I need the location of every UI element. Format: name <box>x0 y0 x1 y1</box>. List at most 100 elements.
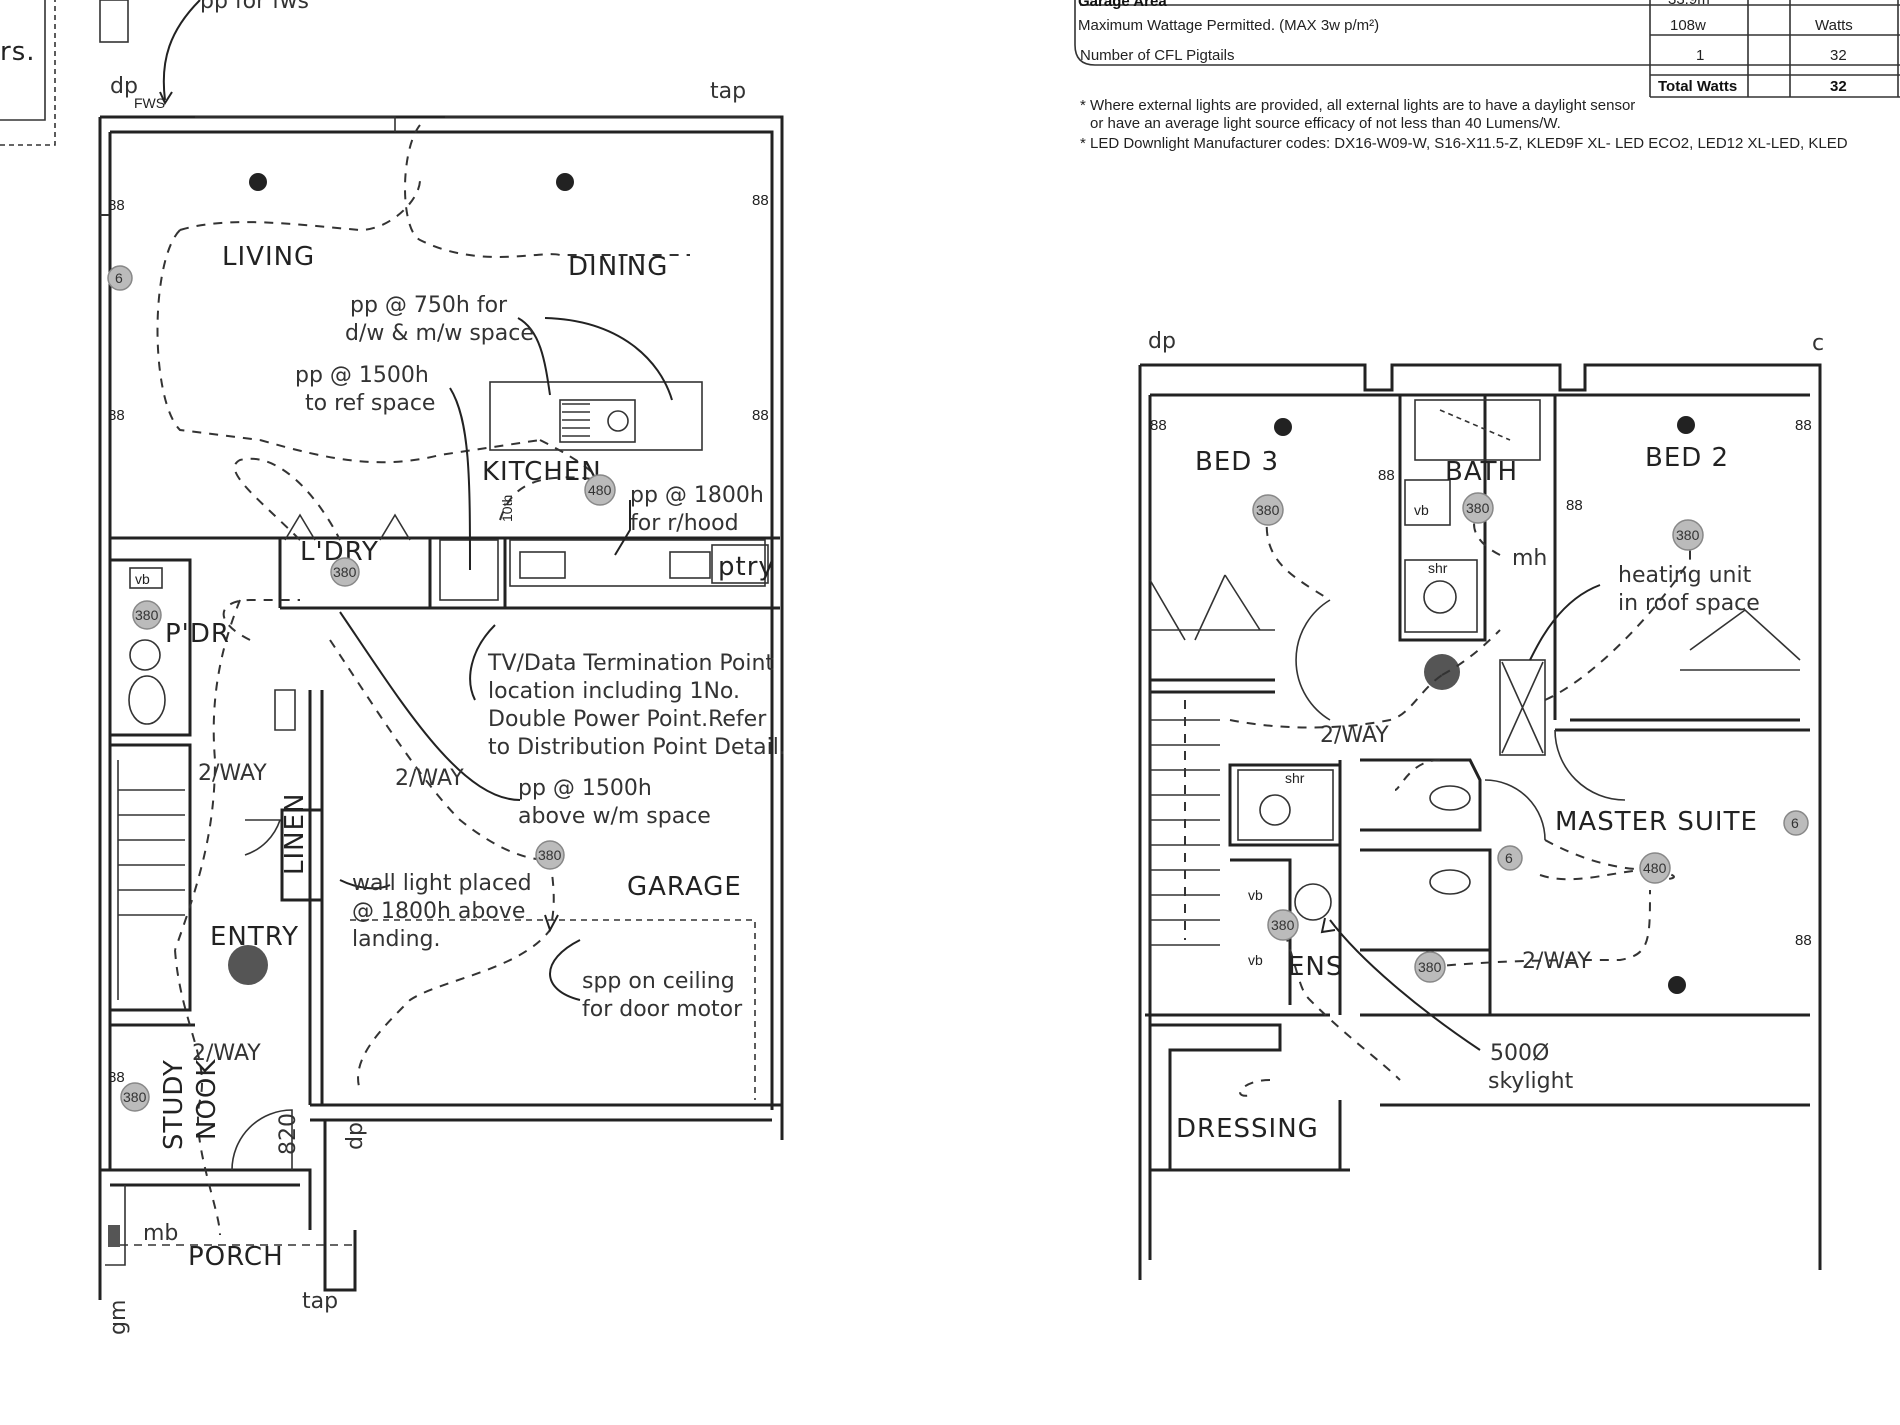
svg-text:380: 380 <box>1271 917 1295 933</box>
label-gm: gm <box>106 1300 131 1335</box>
svg-text:380: 380 <box>123 1089 147 1105</box>
note-wm-1: pp @ 1500h <box>518 776 652 801</box>
note-wall-2: @ 1800h above <box>352 899 525 924</box>
ground-floor-plan: 88 88 88 88 88 <box>98 115 784 1300</box>
room-label-kitchen: KITCHEN <box>482 457 602 487</box>
note-sky-2: skylight <box>1488 1069 1574 1094</box>
note-wall-1: wall light placed <box>352 871 532 896</box>
room-label-powder: P'DR <box>165 619 230 649</box>
svg-text:88: 88 <box>108 407 125 424</box>
room-label-bath: BATH <box>1445 457 1518 487</box>
upper-label-dp: dp <box>1148 329 1176 354</box>
note-twoway-a: 2/WAY <box>198 761 267 786</box>
svg-text:380: 380 <box>538 847 562 863</box>
svg-text:88: 88 <box>1795 417 1812 434</box>
upper-annotation-leaders <box>1320 584 1601 1051</box>
upper-floor-badges: 380 380 380 480 380 380 6 6 <box>1252 492 1809 983</box>
svg-text:88: 88 <box>752 407 769 424</box>
room-label-entry: ENTRY <box>210 922 299 952</box>
lighting-table: Garage Area 33.9m² Maximum Wattage Permi… <box>1074 0 1900 152</box>
note-wm-2: above w/m space <box>518 804 711 829</box>
svg-text:88: 88 <box>1566 497 1583 514</box>
footnote-3: * LED Downlight Manufacturer codes: DX16… <box>1080 135 1848 152</box>
svg-text:6: 6 <box>1791 815 1799 831</box>
note-spp-2: for door motor <box>582 997 743 1022</box>
upper-floor-notes: heating unit in roof space 500Ø skylight… <box>1148 329 1824 1094</box>
ground-floor-wiring <box>100 124 690 1236</box>
badge-380: 380 <box>1414 951 1446 983</box>
note-upper-twoway-a: 2/WAY <box>1320 723 1389 748</box>
ceiling-fan-icon <box>228 945 268 985</box>
svg-text:88: 88 <box>752 192 769 209</box>
note-sky-1: 500Ø <box>1490 1041 1549 1066</box>
table-total-value: 32 <box>1830 78 1847 95</box>
note-twoway-b: 2/WAY <box>395 766 464 791</box>
table-row2-label: Number of CFL Pigtails <box>1080 47 1235 64</box>
upper-label-vb-1: vb <box>1414 502 1429 518</box>
table-row2-value: 1 <box>1696 47 1704 64</box>
table-header-area: Garage Area <box>1078 0 1167 10</box>
table-row2-watts: 32 <box>1830 47 1847 64</box>
label-820: 820 <box>276 1113 301 1155</box>
note-heat-2: in roof space <box>1618 591 1760 616</box>
note-rhood-2: for r/hood <box>630 511 739 536</box>
annotation-leaders <box>159 0 673 1001</box>
svg-text:380: 380 <box>333 564 357 580</box>
note-ref-1: pp @ 1500h <box>295 363 429 388</box>
ceiling-fan-icon <box>1424 654 1460 690</box>
left-edge-text: rs. <box>0 37 36 67</box>
note-dw-2: d/w & m/w space <box>345 321 534 346</box>
svg-text:380: 380 <box>1256 502 1280 518</box>
note-wall-3: landing. <box>352 927 441 952</box>
svg-text:6: 6 <box>115 270 123 286</box>
badge-380: 380 <box>1252 494 1284 526</box>
svg-text:88: 88 <box>1150 417 1167 434</box>
room-label-mh: mh <box>1512 546 1547 571</box>
room-label-bed2: BED 2 <box>1645 443 1729 473</box>
upper-label-vb-3: vb <box>1248 952 1263 968</box>
table-row1-unit: Watts <box>1815 17 1853 34</box>
note-tv-2: location including 1No. <box>488 679 740 704</box>
label-dp: dp <box>110 74 138 99</box>
ground-floor-badges: 380 480 380 380 380 6 <box>107 265 616 1112</box>
badge-380: 380 <box>1672 519 1704 551</box>
svg-text:380: 380 <box>1676 527 1700 543</box>
room-label-bed3: BED 3 <box>1195 447 1279 477</box>
ground-floor-notes: pp for fws pp @ 750h for d/w & m/w space… <box>106 0 786 1335</box>
svg-text:380: 380 <box>135 607 159 623</box>
room-label-dressing: DRESSING <box>1176 1114 1319 1144</box>
svg-text:480: 480 <box>588 482 612 498</box>
note-heat-1: heating unit <box>1618 563 1752 588</box>
svg-text:88: 88 <box>1378 467 1395 484</box>
upper-floor-wiring <box>1184 509 1691 1097</box>
badge-380: 380 <box>132 600 162 630</box>
badge-380: 380 <box>1462 492 1494 524</box>
badge-480: 480 <box>584 474 616 506</box>
note-ref-2: to ref space <box>305 391 435 416</box>
room-label-porch: PORCH <box>188 1242 284 1272</box>
svg-text:88: 88 <box>108 197 125 214</box>
note-rhood-1: pp @ 1800h <box>630 483 764 508</box>
svg-text:480: 480 <box>1643 860 1667 876</box>
badge-6: 6 <box>107 265 133 291</box>
svg-text:88: 88 <box>108 1069 125 1086</box>
upper-label-vb-2: vb <box>1248 887 1263 903</box>
room-label-dining: DINING <box>568 252 668 282</box>
svg-text:380: 380 <box>1418 959 1442 975</box>
room-label-ens: ENS <box>1288 952 1343 982</box>
badge-6: 6 <box>1497 845 1523 871</box>
room-label-linen: LINEN <box>280 793 310 875</box>
upper-floor-labels: BED 3 BATH BED 2 MASTER SUITE ENS DRESSI… <box>1176 443 1757 1144</box>
room-label-nook: NOOK <box>192 1059 222 1140</box>
footnote-2: or have an average light source efficacy… <box>1090 115 1561 132</box>
upper-label-c: c <box>1812 331 1824 356</box>
note-tv-3: Double Power Point.Refer <box>488 707 767 732</box>
badge-6: 6 <box>1783 810 1809 836</box>
label-vb: vb <box>135 571 150 587</box>
ground-floor-labels: LIVING DINING KITCHEN L'DRY ptry P'DR GA… <box>159 242 774 1272</box>
label-tap: tap <box>710 79 746 104</box>
svg-text:380: 380 <box>1466 500 1490 516</box>
upper-label-shr-2: shr <box>1285 770 1305 786</box>
note-twoway-c: 2/WAY <box>192 1041 261 1066</box>
